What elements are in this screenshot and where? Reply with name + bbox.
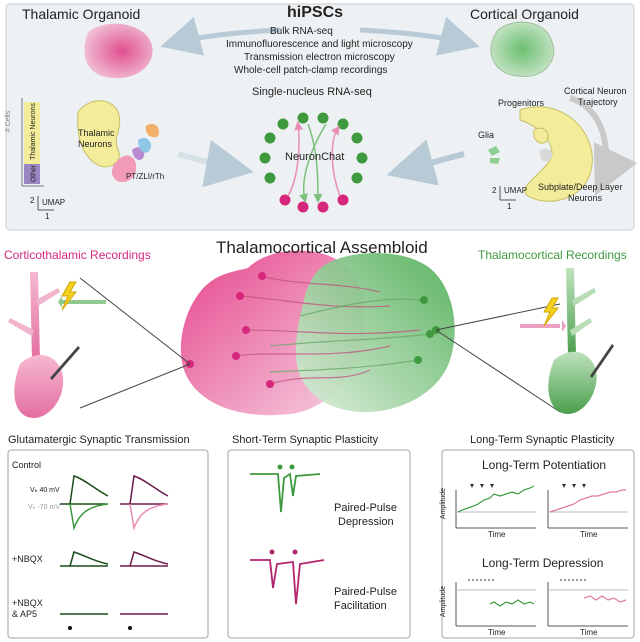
glia-label: Glia [478, 130, 495, 140]
ltd-amplitude-label: Amplitude [440, 585, 448, 618]
ltp-time-left: Time [488, 530, 506, 539]
nbqx-label: +NBQX [12, 554, 43, 564]
corticothalamic-neuron [8, 272, 106, 418]
umap-left-axis-2: 2 [30, 196, 35, 205]
method-2: Immunofluorescence and light microscopy [226, 39, 413, 50]
stimulation-bolt-right [543, 297, 560, 327]
method-3: Transmission electron microscopy [244, 52, 395, 63]
bar-thalamic [24, 102, 40, 164]
bar-axis-label: # Cells [5, 110, 13, 133]
ltd-time-left: Time [488, 628, 506, 637]
hipsc-title: hiPSCs [287, 4, 344, 21]
short-term-panel [227, 449, 411, 639]
bar-other [24, 164, 40, 184]
ppf-label-1: Paired-Pulse [334, 586, 397, 598]
umap-right-axis-2: 2 [492, 186, 497, 195]
ltp-title: Long-Term Potentiation [482, 458, 607, 472]
umap-right-label: UMAP [504, 186, 528, 195]
ltp-ltd-plots [455, 484, 628, 627]
assembloid-title: Thalamocortical Assembloid [216, 238, 428, 257]
glutamatergic-panel [7, 449, 209, 639]
assembloid-green [295, 252, 455, 413]
umap-left-label: UMAP [42, 198, 66, 207]
subplate-label-2: Neurons [568, 193, 603, 203]
ltd-time-right: Time [580, 628, 598, 637]
nbqx-ap5-label-1: +NBQX [12, 598, 43, 608]
neuronchat-network [259, 112, 368, 213]
subplate-label-1: Subplate/Deep Layer [538, 182, 623, 192]
cortical-trajectory-label-2: Trajectory [578, 97, 618, 107]
ppd-label-1: Paired-Pulse [334, 502, 397, 514]
corticothalamic-title: Corticothalamic Recordings [4, 248, 151, 262]
method-4: Whole-cell patch-clamp recordings [234, 65, 388, 76]
ppd-label-2: Depression [338, 516, 394, 528]
ltd-title: Long-Term Depression [482, 556, 604, 570]
bar-other-label: Other [30, 164, 38, 183]
cortical-trajectory-label-1: Cortical Neuron [564, 86, 627, 96]
thalamic-organoid-shape [84, 23, 153, 79]
cortical-organoid-label: Cortical Organoid [470, 6, 579, 22]
thalamocortical-neuron [520, 268, 614, 414]
nbqx-ap5-label-2: & AP5 [12, 609, 38, 619]
ppf-label-2: Facilitation [334, 600, 387, 612]
thalamic-neurons-label: Thalamic Neurons [78, 128, 115, 149]
thalamic-organoid-label: Thalamic Organoid [22, 6, 141, 22]
arrow-to-cortical [359, 16, 480, 56]
snrna-title: Single-nucleus RNA-seq [252, 86, 372, 98]
ltp-amplitude-label: Amplitude [440, 487, 448, 520]
neuronchat-label: NeuronChat [285, 151, 345, 163]
long-term-title: Long-Term Synaptic Plasticity [470, 434, 615, 446]
vh-neg70-label: Vₕ -70 mV [28, 504, 61, 511]
method-1: Bulk RNA-seq [270, 26, 333, 37]
glutamatergic-traces [60, 475, 169, 615]
glutamatergic-title: Glutamatergic Synaptic Transmission [8, 434, 190, 446]
ltp-time-right: Time [580, 530, 598, 539]
short-term-title: Short-Term Synaptic Plasticity [232, 434, 379, 446]
arrow-to-thalamic [160, 16, 281, 56]
cortical-organoid-shape [490, 21, 555, 78]
control-label: Control [12, 460, 42, 470]
cortical-trajectory-cluster [519, 106, 593, 202]
long-term-panel [441, 449, 635, 639]
progenitors-label: Progenitors [498, 98, 545, 108]
thalamic-neurons-cluster [77, 100, 121, 168]
paired-pulse-traces [250, 464, 325, 605]
thalamocortical-title: Thalamocortical Recordings [478, 248, 627, 262]
vh-40-label: Vₕ 40 mV [30, 487, 60, 494]
stimulation-bolt-left [61, 281, 78, 311]
umap-left-axis-1: 1 [45, 212, 50, 221]
pt-label: PT/ZLI/rTh [126, 172, 165, 181]
pt-cluster [111, 155, 137, 183]
umap-right-axis-1: 1 [507, 202, 512, 211]
bar-thalamic-label: Thalamic Neurons [29, 103, 37, 160]
